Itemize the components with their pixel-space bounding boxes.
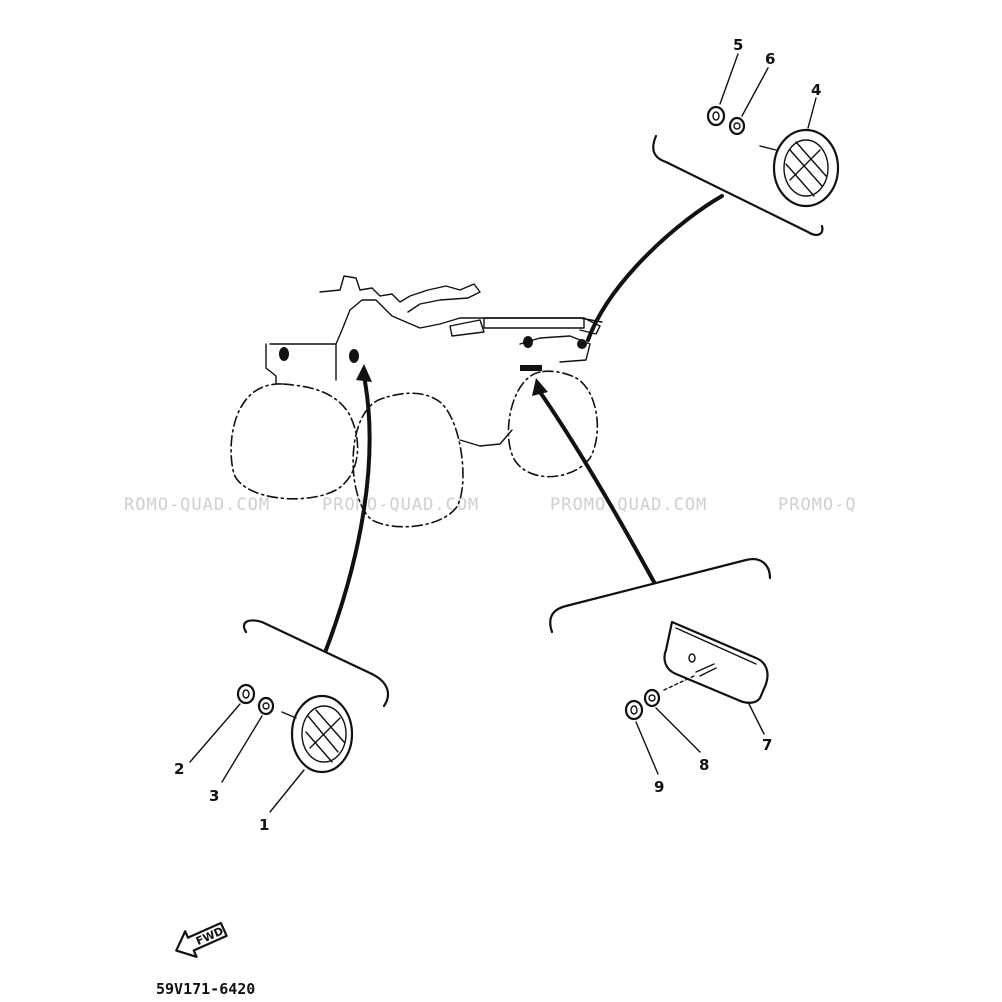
atv-frame-lower xyxy=(459,429,513,447)
callout-9: 9 xyxy=(654,778,664,796)
leader-side-reflector xyxy=(586,194,724,342)
leader-3 xyxy=(221,715,263,783)
watermark-row: ROMO-QUAD.COM PROMO-QUAD.COM PROMO-QUAD.… xyxy=(124,495,857,515)
watermark-3: PROMO-QUAD.COM xyxy=(550,495,707,515)
callout-1: 1 xyxy=(259,816,269,834)
mount-point-front-right xyxy=(349,349,359,363)
panel-bottom-right-outline xyxy=(549,558,772,634)
panel-front-reflector: 2 3 1 xyxy=(174,619,390,834)
atv-front-panel xyxy=(265,343,277,385)
callout-8: 8 xyxy=(699,756,709,774)
leader-2 xyxy=(189,703,241,763)
nut-5 xyxy=(706,105,726,127)
leader-rear-reflector xyxy=(538,390,656,584)
callout-4: 4 xyxy=(811,81,821,99)
leader-6 xyxy=(741,67,769,117)
washer-8 xyxy=(643,688,661,708)
callout-7: 7 xyxy=(762,736,772,754)
callout-2: 2 xyxy=(174,760,184,778)
reflector-1-pattern xyxy=(305,709,345,763)
panel-side-reflector: 5 6 4 xyxy=(652,36,840,236)
leader-front-reflector xyxy=(324,374,372,652)
reflector-4-stud xyxy=(759,145,777,151)
reflector-4 xyxy=(772,128,840,208)
reflector-1-lens xyxy=(301,705,347,763)
leader-arrows xyxy=(324,194,724,652)
reflector-1 xyxy=(290,694,354,774)
panel-bottom-left-outline xyxy=(242,619,390,708)
nut-9 xyxy=(624,699,644,721)
callout-6: 6 xyxy=(765,50,775,68)
reflector-4-lens xyxy=(783,139,829,197)
part-code: 59V171-6420 xyxy=(156,980,255,998)
mount-point-rear-bar xyxy=(520,365,542,371)
callout-5: 5 xyxy=(733,36,743,54)
reflector-1-stud xyxy=(281,711,297,719)
leader-8 xyxy=(655,707,701,753)
leader-9 xyxy=(635,721,659,775)
rear-wheel xyxy=(507,370,599,478)
reflector-7 xyxy=(663,620,769,704)
atv-seat xyxy=(449,319,485,337)
washer-3-hole xyxy=(262,702,270,710)
washer-8-hole xyxy=(648,694,656,702)
arrowhead-front xyxy=(356,364,372,382)
reflector-7-edge xyxy=(675,627,757,665)
washer-6-hole xyxy=(733,122,741,130)
nut-2 xyxy=(236,683,256,705)
washer-6 xyxy=(728,116,746,136)
watermark-2: PROMO-QUAD.COM xyxy=(322,495,479,515)
atv-outline xyxy=(230,275,603,528)
reflector-7-axis xyxy=(663,675,695,691)
front-wheel-left xyxy=(230,383,359,500)
front-wheel-right xyxy=(352,392,464,528)
mount-point-rear-upper xyxy=(523,336,533,348)
leader-7 xyxy=(747,701,765,735)
panel-rear-reflector: 7 8 9 xyxy=(549,558,772,796)
leader-4 xyxy=(807,97,817,129)
nut-9-hole xyxy=(630,705,638,715)
watermark-4: PROMO-Q xyxy=(778,495,857,515)
watermark-1: ROMO-QUAD.COM xyxy=(124,495,270,515)
reflector-4-pattern xyxy=(785,141,827,197)
mount-point-rear-side xyxy=(577,339,587,349)
leader-1 xyxy=(269,769,305,813)
fwd-arrow-shape xyxy=(175,921,228,958)
atv-handlebar xyxy=(319,275,481,313)
atv-rear-rack xyxy=(483,317,585,329)
washer-3 xyxy=(257,696,275,716)
reflector-7-stud xyxy=(695,663,717,677)
arrowhead-rear xyxy=(532,378,548,396)
leader-5 xyxy=(719,53,739,105)
nut-5-hole xyxy=(712,111,720,121)
panel-top-right-outline xyxy=(652,134,824,236)
fwd-arrow: FWD xyxy=(175,921,228,958)
callout-3: 3 xyxy=(209,787,219,805)
atv-rack-end xyxy=(579,317,601,335)
reflector-7-hole xyxy=(688,653,696,663)
mount-point-front-left xyxy=(279,347,289,361)
nut-2-hole xyxy=(242,689,250,699)
